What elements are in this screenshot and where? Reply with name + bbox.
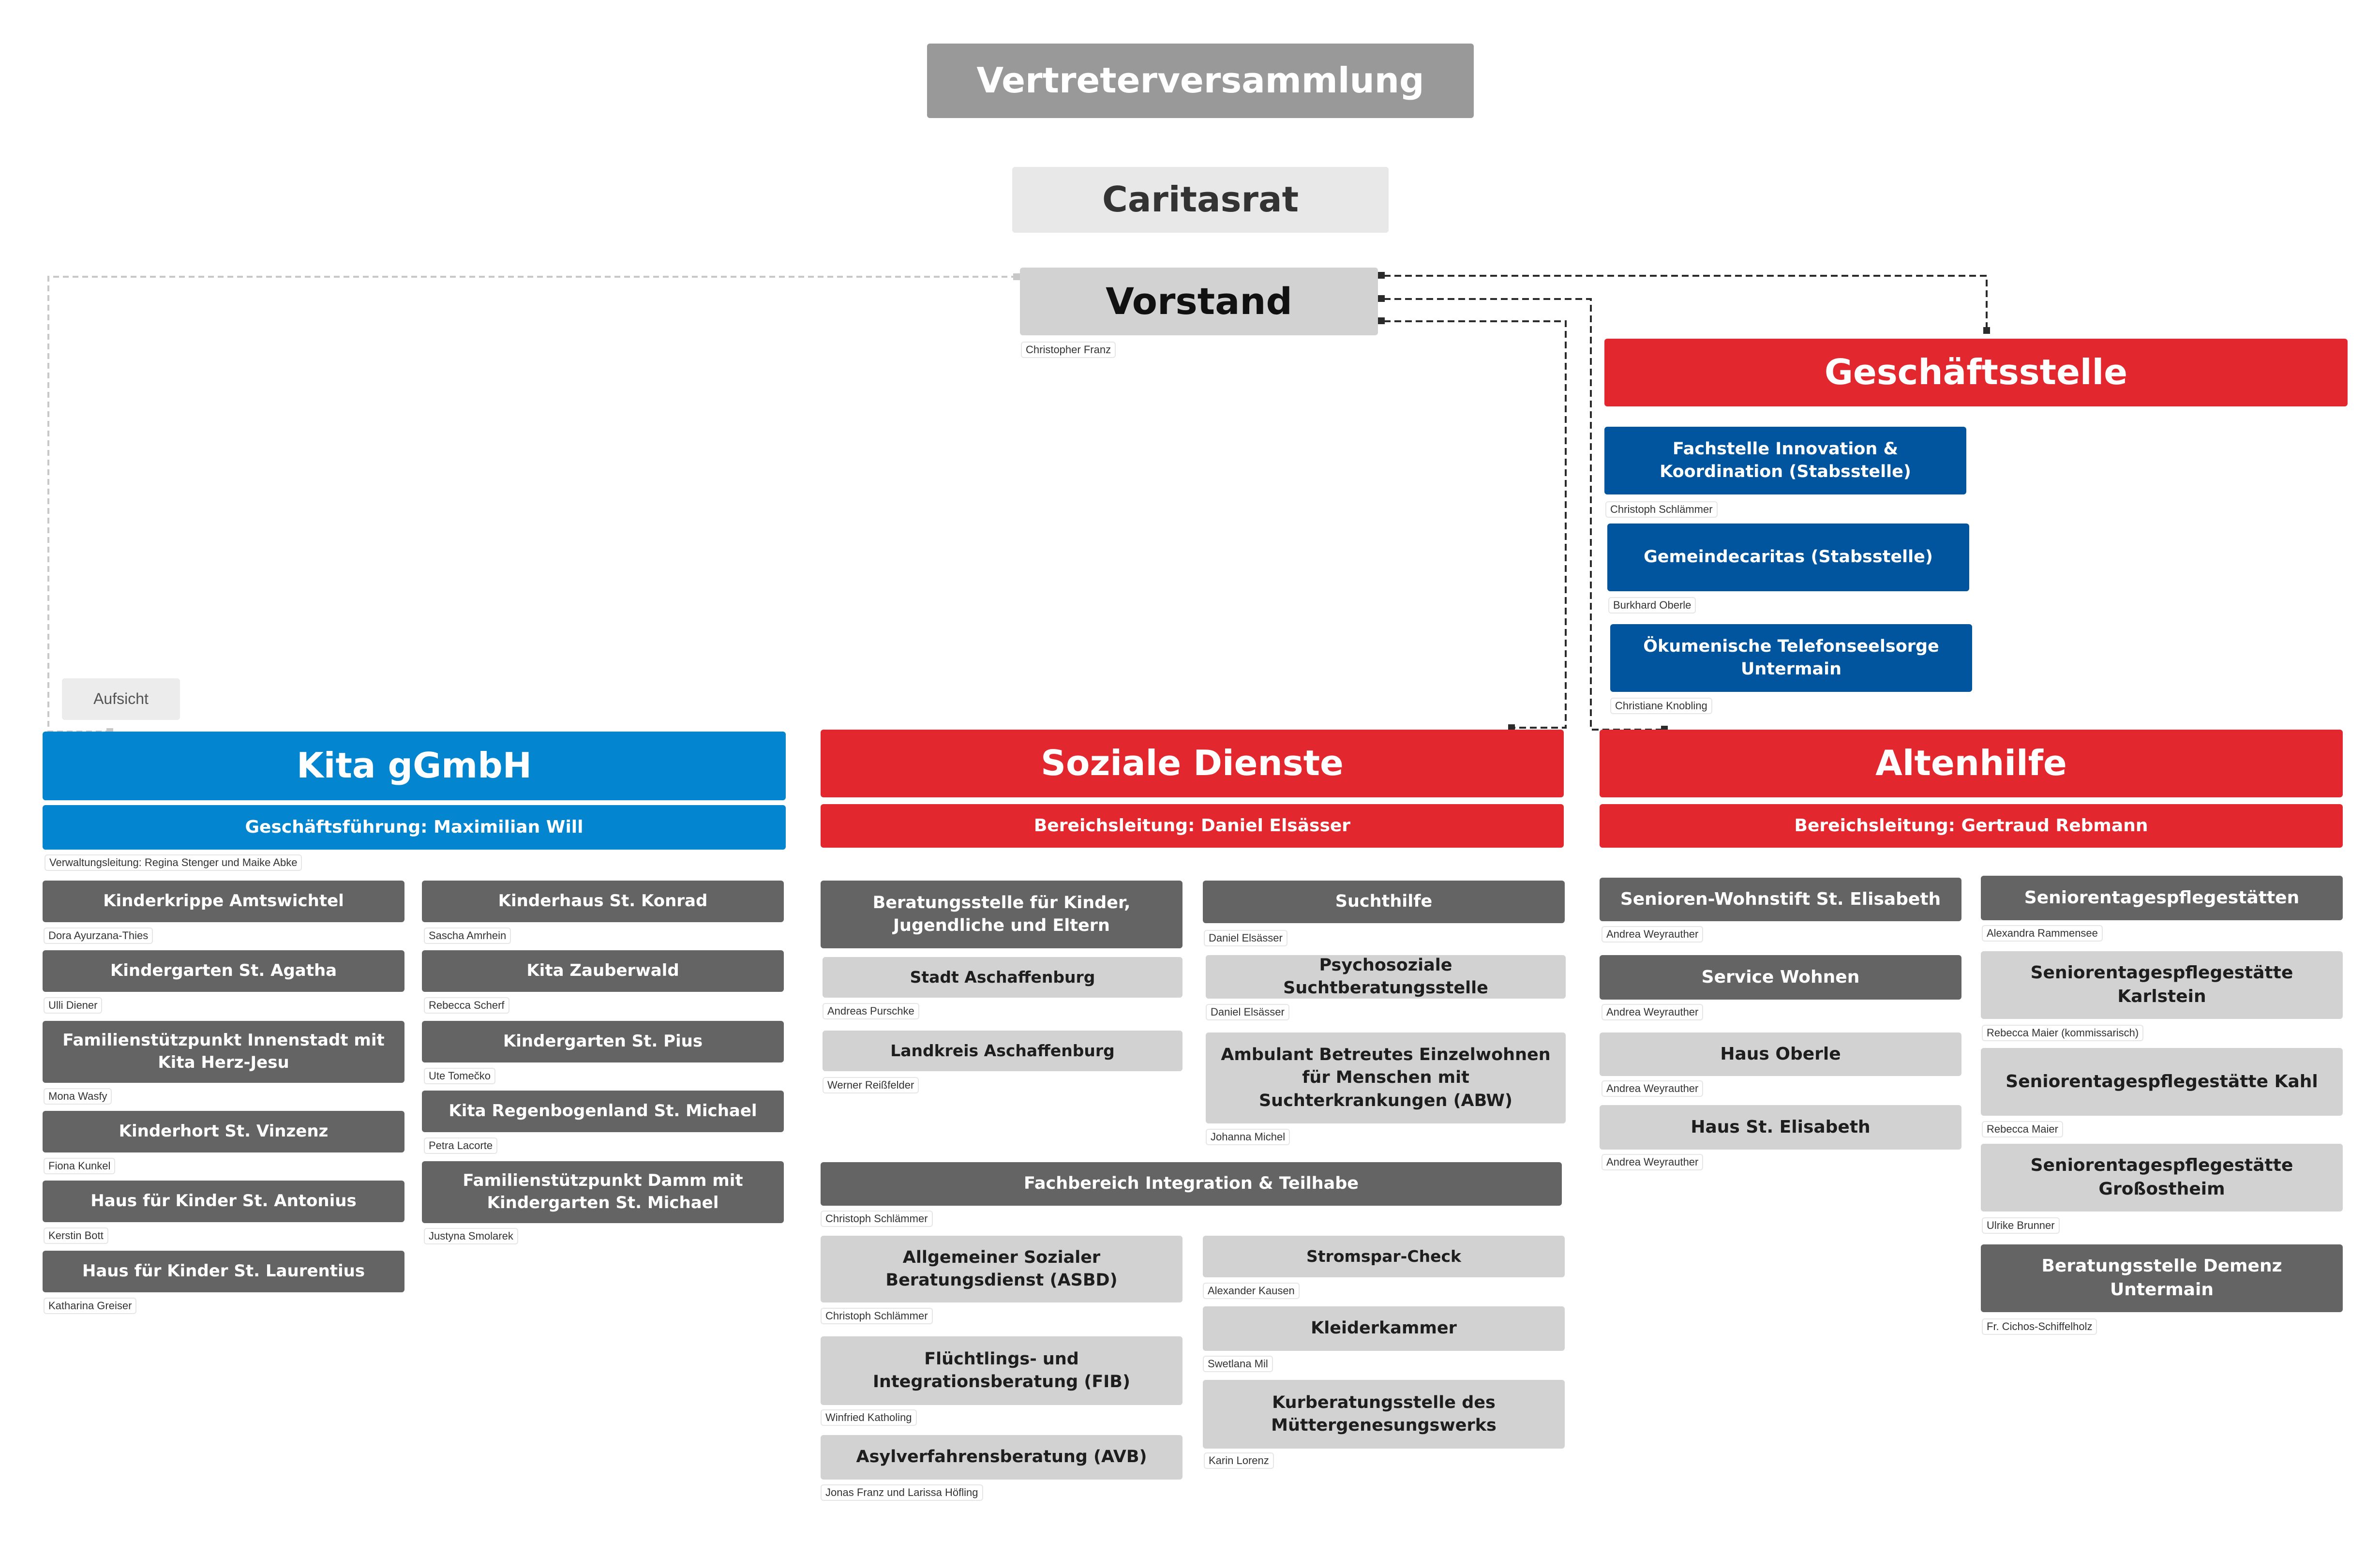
kita-kinderhaus-st-konrad-person: Sascha Amrhein (424, 928, 511, 944)
telefonseelsorge[interactable]: Ökumenische Telefonseelsorge Untermain (1610, 624, 1972, 692)
kita-haus-st-laurentius[interactable]: Haus für Kinder St. Laurentius (43, 1251, 404, 1292)
kita-regenbogenland-st-michael[interactable]: Kita Regenbogenland St. Michael (422, 1091, 784, 1132)
vorstand-box[interactable]: Vorstand (1020, 268, 1378, 335)
kita-geschaeftsfuehrung[interactable]: Geschäftsführung: Maximilian Will (43, 805, 786, 850)
kita-kinderkrippe-amtswichtel-person: Dora Ayurzana-Thies (44, 928, 153, 944)
geschaeftsstelle-header[interactable]: Geschäftsstelle (1604, 339, 2348, 406)
altenhilfe-haus-st-elisabeth[interactable]: Haus St. Elisabeth (1600, 1105, 1961, 1150)
aufsicht-label: Aufsicht (62, 678, 180, 720)
altenhilfe-tagespflege-karlstein[interactable]: Seniorentagespflegestätte Karlstein (1981, 951, 2343, 1019)
soziale-suchthilfe[interactable]: Suchthilfe (1203, 881, 1565, 923)
altenhilfe-seniorentagespflegestaetten-person: Alexandra Rammensee (1982, 925, 2103, 942)
kita-kindergarten-st-agatha-person: Ulli Diener (44, 997, 103, 1014)
stabsstelle-gemeindecaritas[interactable]: Gemeindecaritas (Stabsstelle) (1607, 524, 1969, 591)
soziale-kurberatung-person: Karin Lorenz (1204, 1452, 1274, 1469)
soziale-abw-person: Johanna Michel (1206, 1129, 1290, 1145)
kita-zauberwald-person: Rebecca Scherf (424, 997, 509, 1014)
soziale-beratungsstelle-kinder[interactable]: Beratungsstelle für Kinder, Jugendliche … (821, 881, 1183, 948)
kita-kindergarten-st-agatha[interactable]: Kindergarten St. Agatha (43, 950, 404, 992)
kita-kinderhort-st-vinzenz[interactable]: Kinderhort St. Vinzenz (43, 1111, 404, 1152)
soziale-dienste-bereichsleitung[interactable]: Bereichsleitung: Daniel Elsässer (821, 804, 1564, 848)
kita-verwaltung: Verwaltungsleitung: Regina Stenger und M… (45, 854, 302, 871)
soziale-stromspar-check-person: Alexander Kausen (1203, 1283, 1300, 1299)
soziale-fachbereich-integration[interactable]: Fachbereich Integration & Teilhabe (821, 1162, 1562, 1206)
altenhilfe-senioren-wohnstift-person: Andrea Weyrauther (1602, 926, 1704, 943)
kita-zauberwald[interactable]: Kita Zauberwald (422, 950, 784, 992)
altenhilfe-tagespflege-karlstein-person: Rebecca Maier (kommissarisch) (1982, 1025, 2144, 1041)
soziale-avb-person: Jonas Franz und Larissa Höfling (821, 1484, 983, 1501)
altenhilfe-tagespflege-kahl-person: Rebecca Maier (1982, 1121, 2063, 1137)
altenhilfe-bereichsleitung[interactable]: Bereichsleitung: Gertraud Rebmann (1600, 804, 2343, 848)
aufsicht-connector (47, 276, 1017, 733)
altenhilfe-tagespflege-kahl[interactable]: Seniorentagespflegestätte Kahl (1981, 1048, 2343, 1116)
soziale-stromspar-check[interactable]: Stromspar-Check (1203, 1236, 1565, 1277)
altenhilfe-haus-st-elisabeth-person: Andrea Weyrauther (1602, 1154, 1704, 1170)
soziale-asbd[interactable]: Allgemeiner Sozialer Beratungsdienst (AS… (821, 1236, 1183, 1302)
vorstand-geschaeftsstelle-connector (1384, 275, 1988, 330)
soziale-avb[interactable]: Asylverfahrensberatung (AVB) (821, 1435, 1183, 1480)
soziale-fachbereich-integration-person: Christoph Schlämmer (821, 1211, 933, 1227)
kita-regenbogenland-st-michael-person: Petra Lacorte (424, 1137, 498, 1154)
vertreterversammlung-box[interactable]: Vertreterversammlung (927, 44, 1474, 118)
kita-familienstuetzpunkt-damm-person: Justyna Smolarek (424, 1228, 518, 1244)
soziale-kleiderkammer-person: Swetlana Mil (1203, 1356, 1273, 1372)
kita-kinderhaus-st-konrad[interactable]: Kinderhaus St. Konrad (422, 881, 784, 922)
soziale-kleiderkammer[interactable]: Kleiderkammer (1203, 1306, 1565, 1351)
soziale-landkreis-aschaffenburg-person: Werner Reißfelder (823, 1077, 919, 1093)
soziale-stadt-aschaffenburg[interactable]: Stadt Aschaffenburg (823, 957, 1183, 998)
altenhilfe-header[interactable]: Altenhilfe (1600, 730, 2343, 797)
altenhilfe-beratungsstelle-demenz-person: Fr. Cichos-Schiffelholz (1982, 1318, 2097, 1335)
stabsstelle-innovation-person: Christoph Schlämmer (1605, 501, 1718, 518)
soziale-asbd-person: Christoph Schlämmer (821, 1308, 933, 1324)
kita-haus-st-laurentius-person: Katharina Greiser (44, 1298, 137, 1314)
kita-familienstuetzpunkt-damm[interactable]: Familienstützpunkt Damm mit Kindergarten… (422, 1161, 784, 1223)
altenhilfe-tagespflege-grossostheim-person: Ulrike Brunner (1982, 1217, 2060, 1234)
soziale-kurberatung[interactable]: Kurberatungsstelle des Müttergenesungswe… (1203, 1380, 1565, 1449)
altenhilfe-seniorentagespflegestaetten[interactable]: Seniorentagespflegestätten (1981, 876, 2343, 920)
soziale-fib[interactable]: Flüchtlings- und Integrationsberatung (F… (821, 1336, 1183, 1405)
soziale-fib-person: Winfried Katholing (821, 1409, 917, 1426)
altenhilfe-service-wohnen-person: Andrea Weyrauther (1602, 1004, 1704, 1020)
altenhilfe-service-wohnen[interactable]: Service Wohnen (1600, 955, 1961, 1000)
soziale-stadt-aschaffenburg-person: Andreas Purschke (823, 1003, 919, 1019)
soziale-abw[interactable]: Ambulant Betreutes Einzelwohnen für Mens… (1206, 1032, 1566, 1123)
altenhilfe-tagespflege-grossostheim[interactable]: Seniorentagespflegestätte Großostheim (1981, 1144, 2343, 1212)
soziale-suchthilfe-person: Daniel Elsässer (1204, 930, 1287, 946)
kita-kindergarten-st-pius[interactable]: Kindergarten St. Pius (422, 1021, 784, 1062)
soziale-psychosoziale-suchtberatung-person: Daniel Elsässer (1206, 1004, 1289, 1020)
altenhilfe-beratungsstelle-demenz[interactable]: Beratungsstelle Demenz Untermain (1981, 1244, 2343, 1312)
kita-haus-st-antonius-person: Kerstin Bott (44, 1227, 108, 1244)
kita-kinderkrippe-amtswichtel[interactable]: Kinderkrippe Amtswichtel (43, 881, 404, 922)
altenhilfe-haus-oberle-person: Andrea Weyrauther (1602, 1080, 1704, 1097)
caritasrat-box[interactable]: Caritasrat (1012, 167, 1389, 233)
kita-familienstuetzpunkt-innenstadt-person: Mona Wasfy (44, 1088, 112, 1105)
kita-header[interactable]: Kita gGmbH (43, 732, 786, 800)
soziale-landkreis-aschaffenburg[interactable]: Landkreis Aschaffenburg (823, 1031, 1183, 1071)
kita-haus-st-antonius[interactable]: Haus für Kinder St. Antonius (43, 1181, 404, 1222)
vorstand-soziale-connector (1384, 320, 1567, 729)
stabsstelle-innovation[interactable]: Fachstelle Innovation & Koordination (St… (1604, 427, 1966, 494)
kita-kindergarten-st-pius-person: Ute Tomečko (424, 1068, 495, 1084)
kita-kinderhort-st-vinzenz-person: Fiona Kunkel (44, 1158, 116, 1174)
altenhilfe-senioren-wohnstift[interactable]: Senioren-Wohnstift St. Elisabeth (1600, 878, 1961, 921)
stabsstelle-gemeindecaritas-person: Burkhard Oberle (1608, 597, 1696, 613)
vorstand-person: Christopher Franz (1021, 342, 1116, 358)
kita-familienstuetzpunkt-innenstadt[interactable]: Familienstützpunkt Innenstadt mit Kita H… (43, 1021, 404, 1083)
altenhilfe-haus-oberle[interactable]: Haus Oberle (1600, 1032, 1961, 1076)
soziale-dienste-header[interactable]: Soziale Dienste (821, 730, 1564, 797)
telefonseelsorge-person: Christiane Knobling (1610, 698, 1712, 714)
soziale-psychosoziale-suchtberatung[interactable]: Psychosoziale Suchtberatungsstelle (1206, 955, 1566, 999)
